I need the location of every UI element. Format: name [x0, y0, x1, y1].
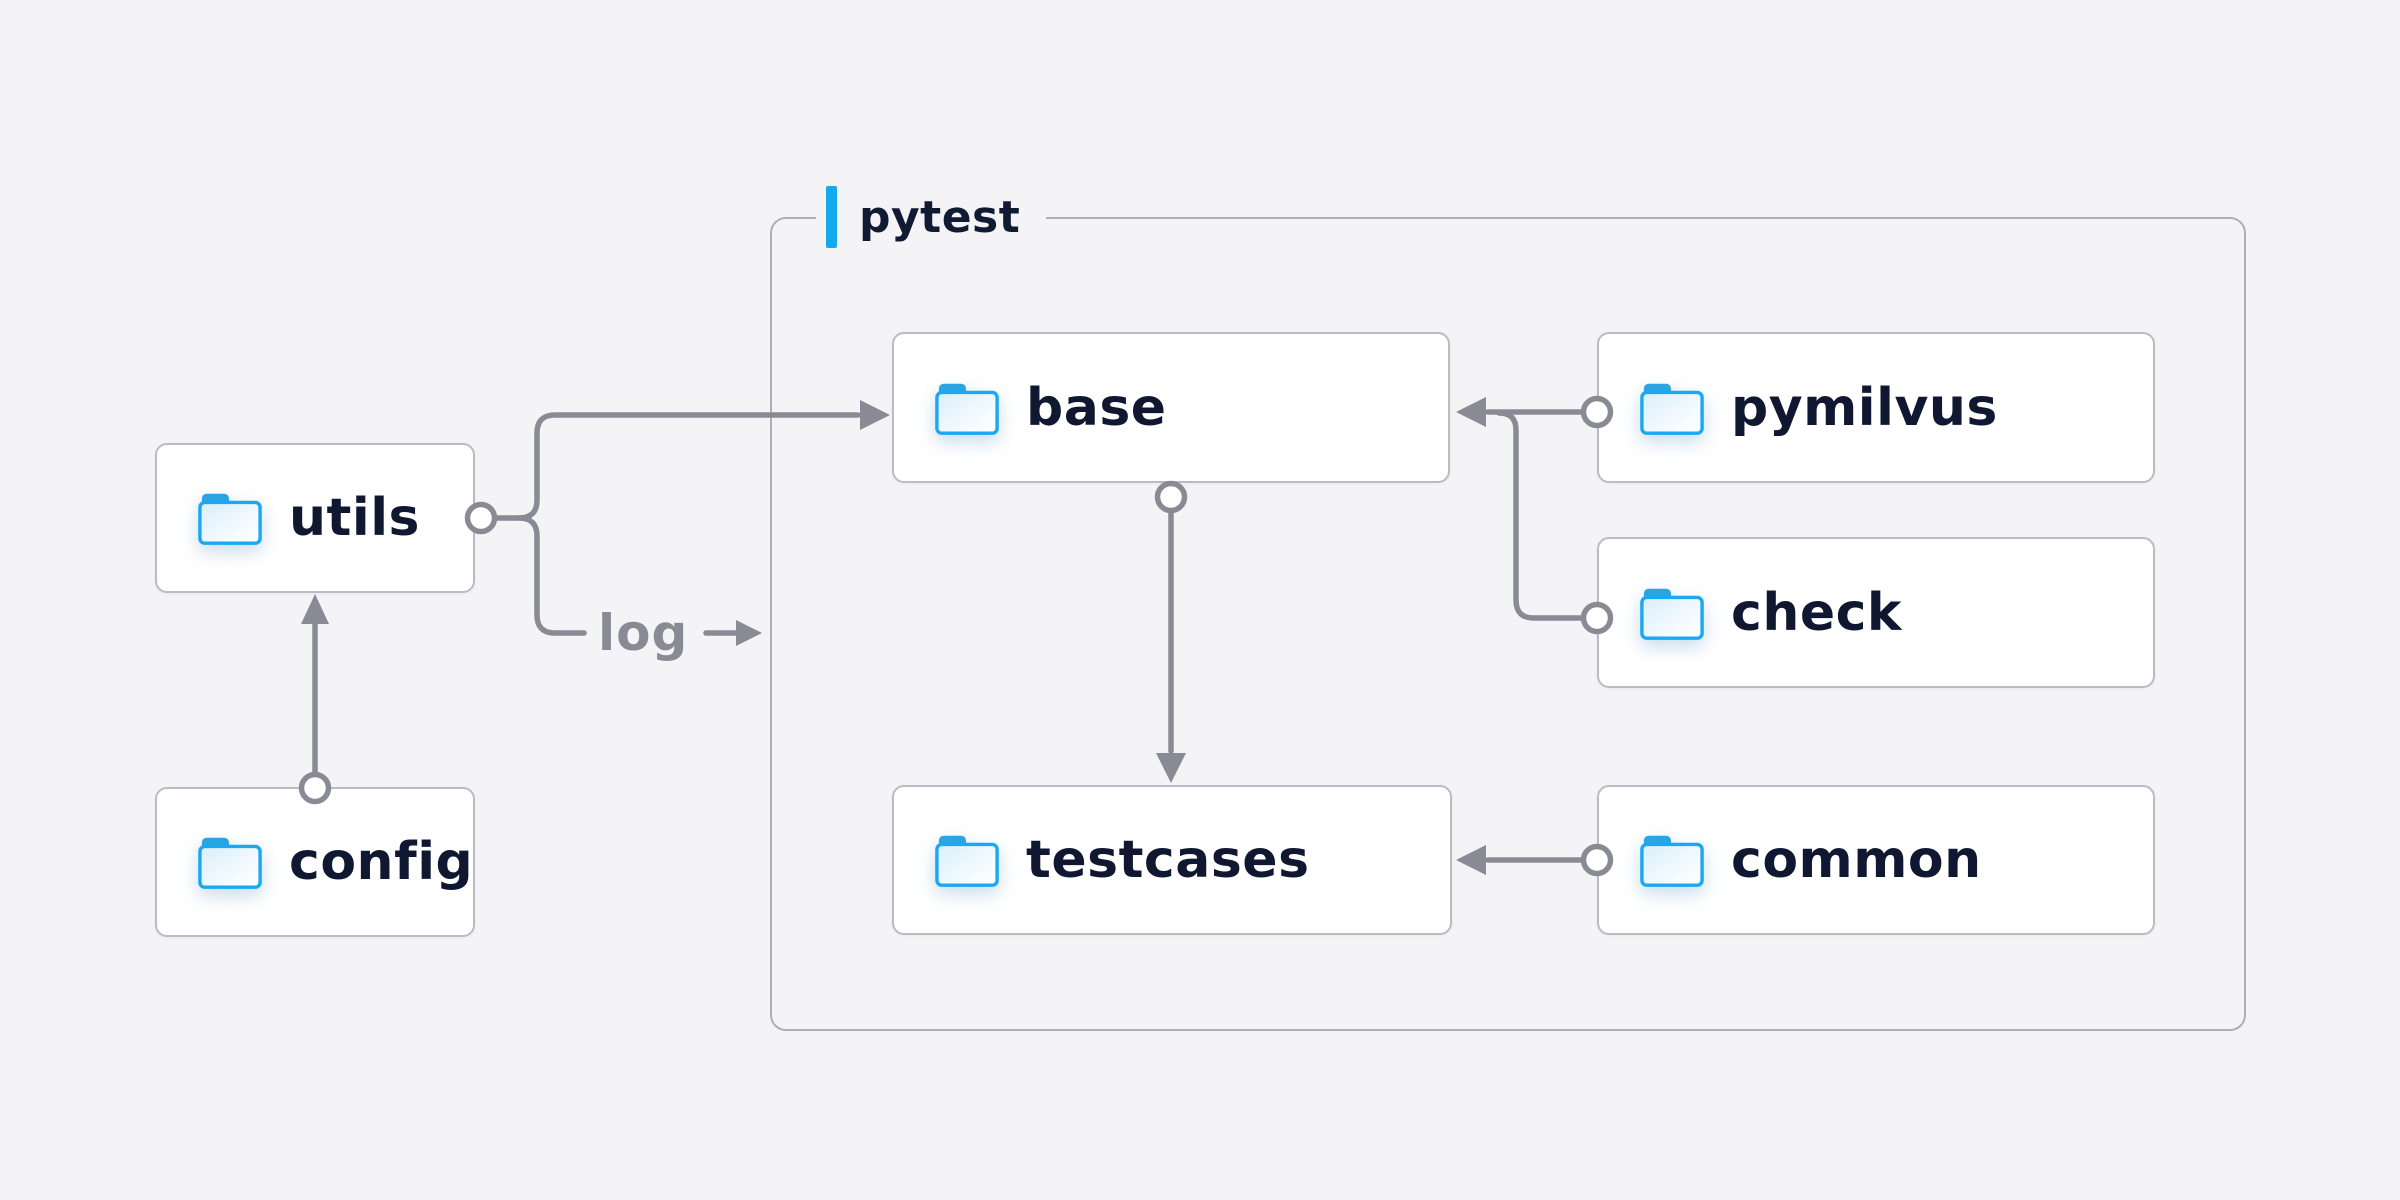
pytest-group-label: pytest — [816, 186, 1047, 248]
node-label: utils — [289, 488, 420, 548]
node-common: common — [1597, 785, 2155, 935]
node-label: config — [289, 832, 474, 892]
folder-icon — [198, 837, 262, 889]
log-annotation: log — [598, 604, 689, 662]
folder-icon — [1640, 835, 1704, 887]
node-label: base — [1026, 377, 1167, 438]
folder-icon — [198, 493, 262, 545]
node-check: check — [1597, 537, 2155, 688]
pytest-group-title: pytest — [859, 191, 1021, 243]
folder-icon — [1640, 588, 1704, 640]
folder-icon — [935, 383, 999, 435]
node-utils: utils — [155, 443, 475, 593]
folder-icon — [1640, 383, 1704, 435]
node-testcases: testcases — [892, 785, 1452, 935]
node-label: testcases — [1026, 830, 1310, 890]
edge-config-utils — [298, 594, 332, 805]
pytest-group-container — [770, 217, 2246, 1031]
node-config: config — [155, 787, 475, 937]
node-label: check — [1731, 582, 1903, 643]
folder-icon — [935, 835, 999, 887]
node-label: common — [1731, 830, 1982, 890]
node-pymilvus: pymilvus — [1597, 332, 2155, 483]
accent-bar — [826, 186, 837, 248]
node-label: pymilvus — [1731, 377, 1998, 438]
node-base: base — [892, 332, 1450, 483]
